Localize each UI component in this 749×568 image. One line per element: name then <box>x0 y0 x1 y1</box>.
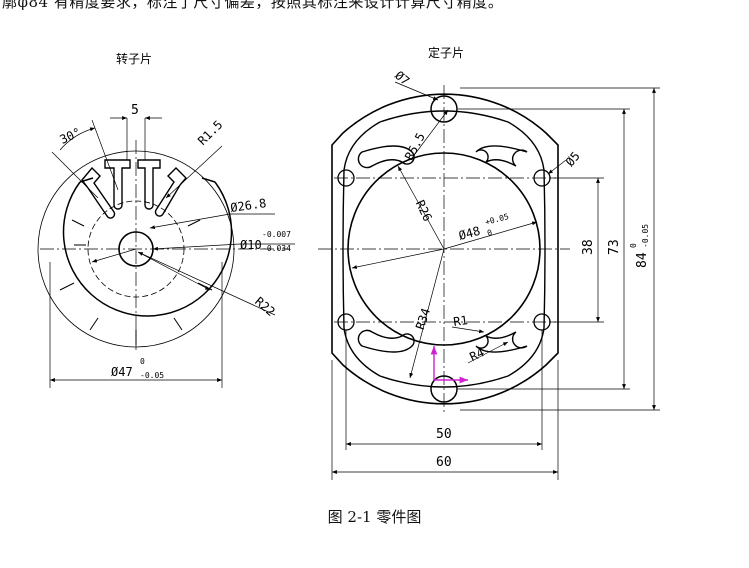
stator-dim-50: 50 <box>436 427 452 442</box>
stator-dim-d7: Ø7 <box>392 68 412 88</box>
stator-outer-profile <box>331 93 559 405</box>
rotor-dim-d10: Ø10 <box>240 238 262 252</box>
rotor-dim-d10-lower: -0.034 <box>262 244 291 253</box>
stator-dim-84-upper: 0 <box>629 243 638 248</box>
header-text: 廓φ84 有精度要求，标注了尺寸偏差，按照其标注来设计计算尺寸精度。 <box>2 0 504 11</box>
stator-view: 定子片 Ø7 R5.5 <box>318 45 660 480</box>
stator-inner-contour <box>342 110 546 388</box>
rotor-dim-d47-upper: 0 <box>140 357 145 366</box>
rotor-outer-profile <box>62 181 233 317</box>
rotor-dim-d47: Ø47 <box>111 365 133 379</box>
stator-dim-r26: R26 <box>413 198 435 224</box>
rotor-dim-angle: 30° <box>58 125 84 147</box>
rotor-dim-d47-lower: -0.05 <box>140 371 164 380</box>
rotor-dim-5: 5 <box>131 103 139 118</box>
rotor-slots <box>81 159 187 219</box>
rotor-dim-r22: R22 <box>252 294 278 319</box>
stator-dim-73: 73 <box>607 239 622 255</box>
stator-dim-d5: Ø5 <box>563 149 583 169</box>
figure-caption: 图 2-1 零件图 <box>327 508 422 526</box>
stator-slots <box>357 145 528 353</box>
stator-dim-d48-upper: +0.05 <box>484 212 510 227</box>
axis-marker-icon <box>430 346 468 384</box>
rotor-view: 转子片 <box>37 51 295 388</box>
rotor-dim-d10-upper: -0.007 <box>262 230 291 239</box>
rotor-dim-d26-8: Ø26.8 <box>229 196 267 215</box>
stator-dim-38: 38 <box>581 239 596 255</box>
rotor-dim-r1-5: R1.5 <box>195 118 225 148</box>
stator-dim-60: 60 <box>436 455 452 470</box>
stator-dim-r5-5: R5.5 <box>402 130 428 162</box>
stator-dim-r34: R34 <box>413 306 433 331</box>
stator-dim-d48-lower: 0 <box>486 228 493 238</box>
stator-dim-84-lower: -0.05 <box>641 224 650 248</box>
stator-title: 定子片 <box>428 45 464 60</box>
stator-dim-84: 84 <box>635 252 650 268</box>
stator-dim-r4: R4 <box>467 345 486 364</box>
rotor-title: 转子片 <box>116 51 152 66</box>
stator-dim-r1: R1 <box>452 313 468 329</box>
rotor-center-lines <box>40 140 290 350</box>
stator-dim-d48: Ø48 <box>457 224 482 243</box>
